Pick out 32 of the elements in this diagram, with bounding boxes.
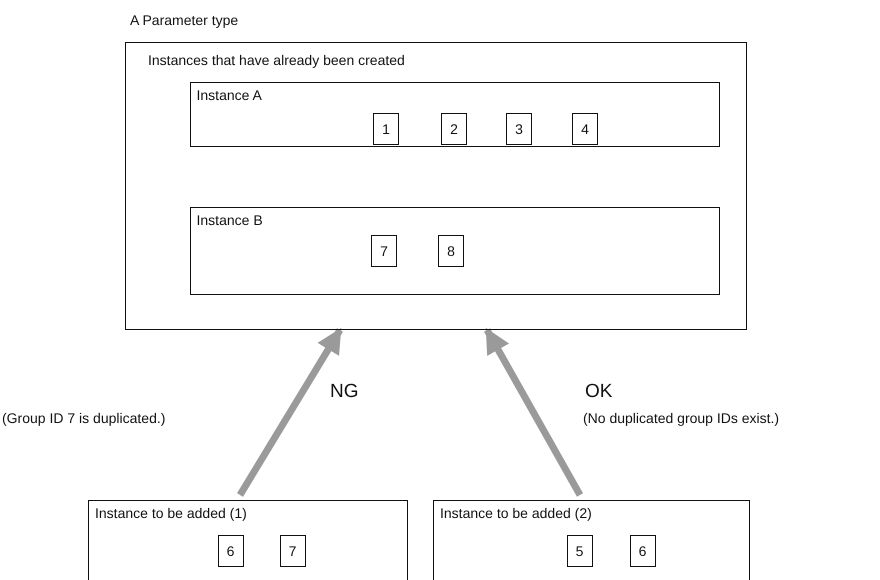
id-box [218, 534, 244, 566]
container-box [190, 82, 720, 146]
id-box [630, 534, 656, 566]
container-box [190, 206, 720, 294]
group-id: 1 [382, 121, 390, 137]
id-box [371, 235, 397, 267]
box-title: Instance B [196, 212, 263, 228]
id-box [566, 534, 592, 566]
group-id: 7 [288, 542, 296, 558]
box-title: Instance to be added (1) [95, 505, 247, 521]
id-box [572, 113, 598, 145]
box-title: A Parameter type [130, 12, 238, 28]
group-id: 5 [576, 542, 584, 558]
id-box [373, 113, 399, 145]
id-box [441, 113, 467, 145]
group-id: 2 [450, 121, 458, 137]
note-text: (Group ID 7 is duplicated.) [2, 410, 166, 426]
group-id: 6 [226, 542, 234, 558]
group-id: 7 [380, 243, 388, 259]
group-id: 3 [515, 121, 523, 137]
container-box [433, 500, 750, 580]
note-text: (No duplicated group IDs exist.) [583, 410, 780, 426]
box-title: Instance A [196, 86, 262, 102]
group-id: 8 [447, 243, 455, 259]
id-box [506, 113, 532, 145]
box-title: Instances that have already been created [148, 52, 405, 68]
container-box [88, 500, 408, 580]
box-title: Instance to be added (2) [440, 505, 592, 521]
id-box [280, 534, 306, 566]
id-box [438, 235, 464, 267]
group-id: 4 [581, 121, 589, 137]
group-id: 6 [638, 542, 646, 558]
